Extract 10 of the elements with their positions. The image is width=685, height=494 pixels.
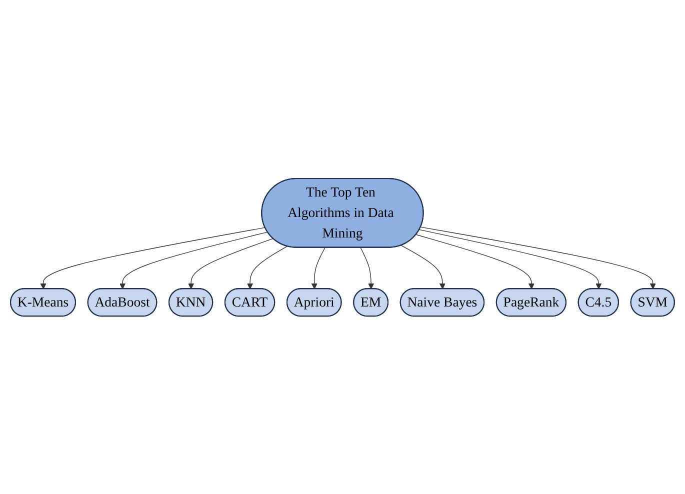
arrow [120, 231, 268, 289]
arrow [40, 226, 266, 289]
arrow [360, 247, 374, 289]
arrow [419, 229, 602, 289]
arrow [416, 234, 534, 289]
arrow [400, 244, 446, 289]
arrow [188, 238, 274, 289]
arrow [311, 247, 326, 289]
arrow [247, 246, 288, 289]
arrow [420, 226, 656, 289]
